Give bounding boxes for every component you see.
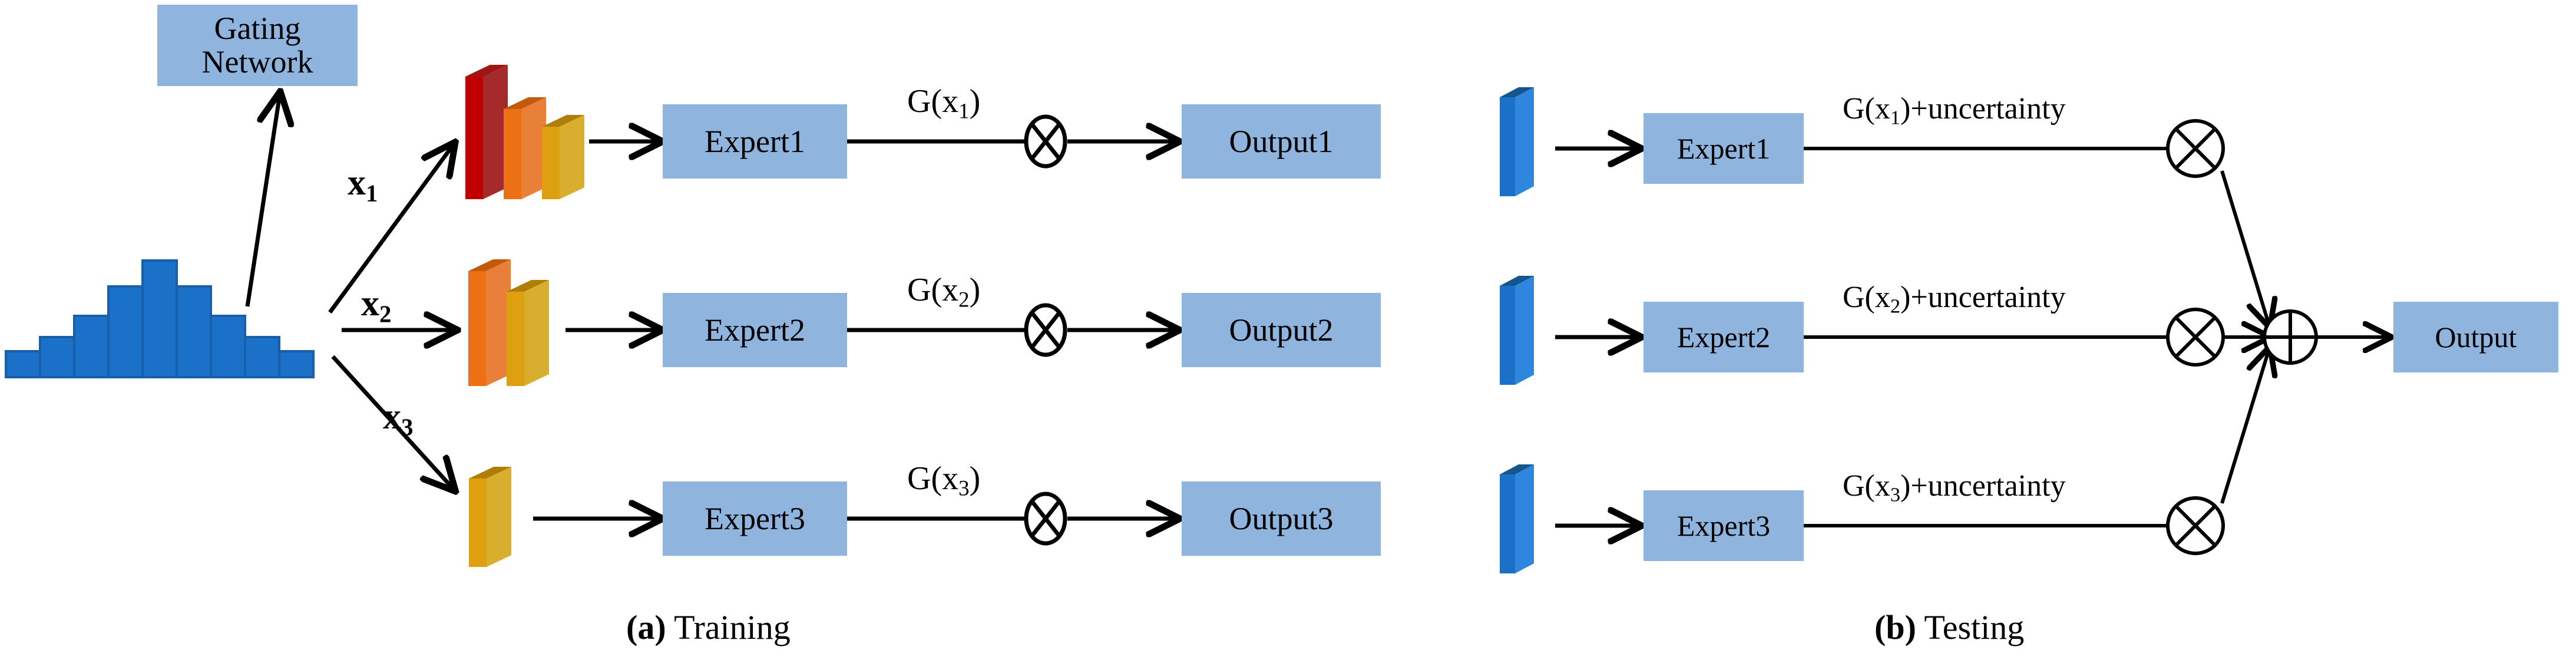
branch-label-x1: x1 [348, 163, 378, 207]
gate-label-row2: G(x2) [907, 272, 981, 312]
expert3-box[interactable]: Expert3 [663, 481, 847, 556]
sample-bar-blue-row3 [1500, 464, 1534, 573]
expert3-label: Expert3 [705, 500, 805, 536]
sample-bars-row3 [469, 467, 511, 567]
test-expert2-box[interactable]: Expert2 [1644, 302, 1804, 372]
multiply-icon-test-row2 [2166, 308, 2225, 367]
output3-label: Output3 [1229, 500, 1334, 536]
branch-label-x3: x3 [383, 397, 414, 441]
gating-network-label-line2: Network [201, 44, 313, 80]
test-expert1-box[interactable]: Expert1 [1644, 113, 1804, 184]
plus-sum-icon [2263, 309, 2318, 365]
output2-box[interactable]: Output2 [1182, 293, 1381, 367]
test-expert3-label: Expert3 [1676, 509, 1771, 542]
branch-label-x2: x2 [361, 283, 392, 328]
gate-label-row1: G(x1) [907, 83, 981, 123]
sample-bars-row2 [468, 259, 549, 386]
caption-training-text: Training [674, 608, 791, 646]
test-gate-label-row1: G(x1)+uncertainty [1843, 92, 2066, 129]
sample-bar-blue-row2 [1500, 276, 1534, 385]
arrow-histogram-to-gating [245, 94, 280, 307]
multiply-icon-test-row1 [2166, 119, 2225, 178]
sample-bars-row1 [465, 65, 584, 199]
input-distribution-histogram [5, 259, 315, 378]
final-output-box[interactable]: Output [2393, 302, 2558, 372]
caption-training: (a) Training [626, 608, 791, 647]
caption-testing-marker: (b) [1874, 608, 1916, 646]
output2-label: Output2 [1229, 312, 1334, 348]
final-output-label: Output [2435, 320, 2517, 354]
multiply-icon-row2 [1024, 303, 1067, 357]
multiply-icon-test-row3 [2166, 496, 2225, 555]
expert1-box[interactable]: Expert1 [663, 104, 847, 179]
multiply-icon-row1 [1024, 114, 1067, 169]
expert2-label: Expert2 [705, 312, 805, 348]
test-gate-label-row2: G(x2)+uncertainty [1843, 281, 2066, 318]
test-expert1-label: Expert1 [1676, 131, 1771, 165]
output3-box[interactable]: Output3 [1182, 481, 1381, 556]
caption-testing: (b) Testing [1874, 608, 2024, 647]
gate-label-row3: G(x3) [907, 460, 981, 500]
arrow-tmul1-to-sum [2220, 170, 2269, 325]
arrow-tmul3-to-sum [2220, 349, 2269, 504]
arrow-branch-x3 [331, 355, 454, 489]
caption-testing-text: Testing [1924, 608, 2025, 646]
output1-label: Output1 [1229, 123, 1334, 159]
test-gate-label-row3: G(x3)+uncertainty [1843, 469, 2066, 506]
output1-box[interactable]: Output1 [1182, 104, 1381, 179]
test-expert2-label: Expert2 [1676, 320, 1771, 354]
gating-network-label-line1: Gating [214, 11, 301, 47]
expert2-box[interactable]: Expert2 [663, 293, 847, 367]
multiply-icon-row3 [1024, 492, 1067, 546]
test-expert3-box[interactable]: Expert3 [1644, 490, 1804, 561]
gating-network-box[interactable]: Gating Network [157, 5, 358, 86]
caption-training-marker: (a) [626, 608, 666, 646]
expert1-label: Expert1 [705, 123, 805, 159]
sample-bar-blue-row1 [1500, 87, 1534, 196]
arrow-branch-x1 [328, 144, 454, 314]
